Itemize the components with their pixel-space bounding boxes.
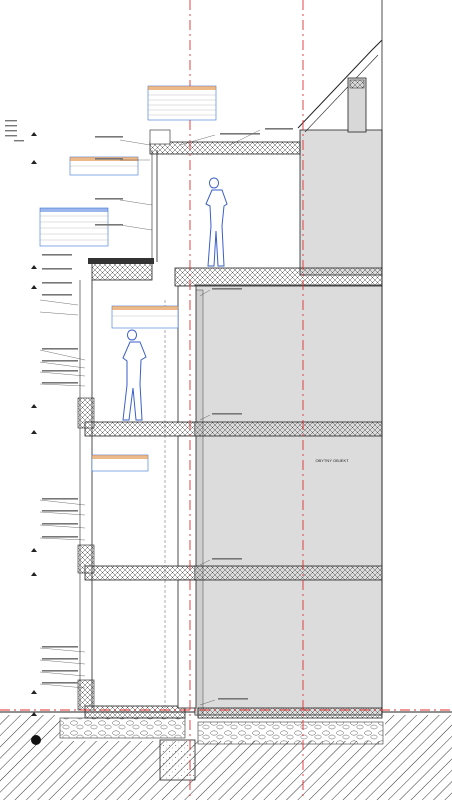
info-table-floor-2 [111,305,179,329]
info-table-floor-1 [91,454,149,472]
info-table-attic [69,156,139,176]
ground-hatch [0,711,452,800]
extension-walls [77,129,197,711]
floor-slabs [84,141,383,719]
info-table-terrace [39,207,109,247]
annotation-text-bars [5,120,293,700]
existing-building-wall [194,129,383,716]
human-figure-icon [122,177,228,421]
north-dot-icon [31,735,41,745]
existing-roof [297,0,383,715]
info-table-roof [147,85,217,121]
level-marker-icon [31,132,37,716]
annotation-leaders [39,129,261,706]
room-label: OBYTNÝ OBJEKT [315,458,349,463]
